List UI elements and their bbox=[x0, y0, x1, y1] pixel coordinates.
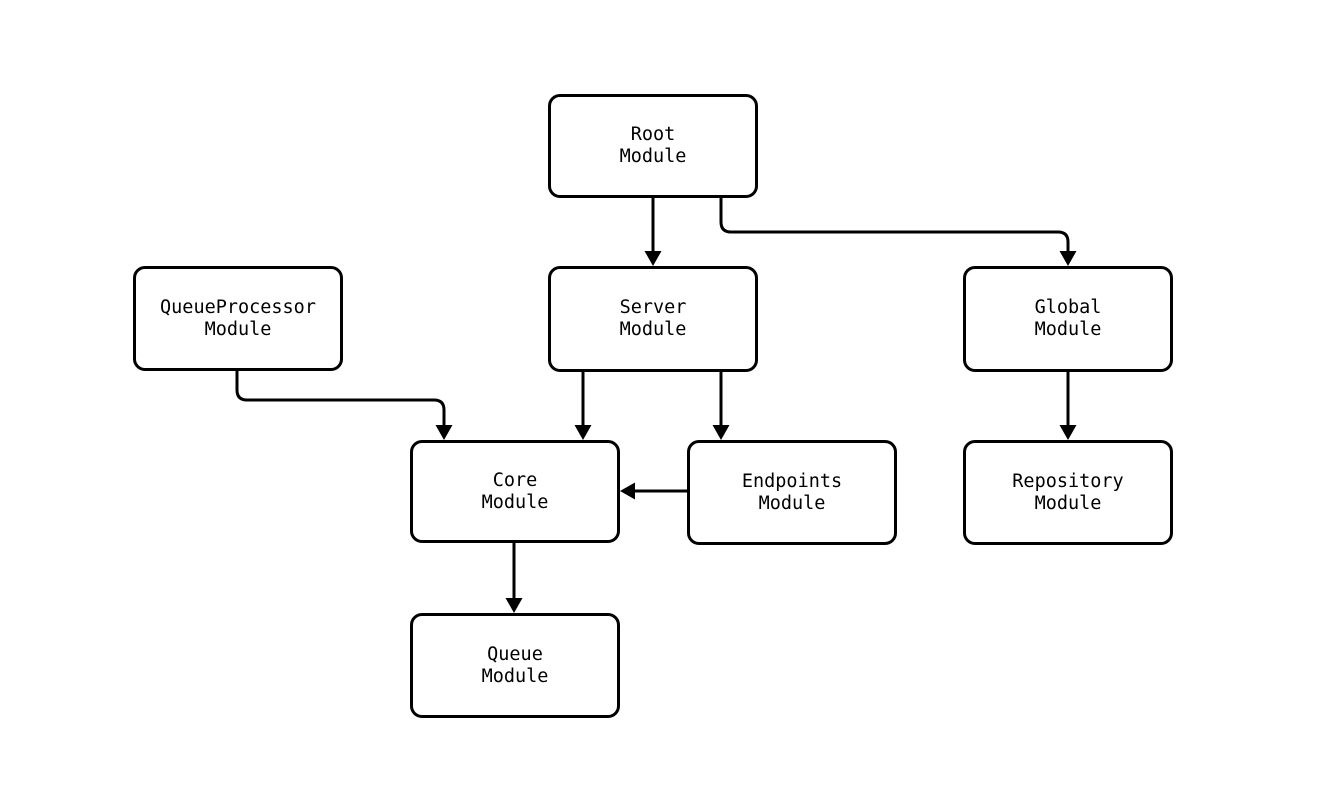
edge-root-to-global bbox=[719, 198, 1077, 266]
arrowhead-icon bbox=[1059, 251, 1077, 266]
edge-server-to-core bbox=[574, 372, 592, 440]
node-title: Server bbox=[619, 297, 687, 318]
node-title: QueueProcessor bbox=[160, 296, 316, 318]
edge-line bbox=[235, 371, 446, 426]
node-title: Repository bbox=[1012, 470, 1124, 492]
node-subtitle: Module bbox=[1034, 319, 1102, 340]
arrowhead-icon bbox=[505, 598, 523, 613]
node-subtitle: Module bbox=[481, 665, 549, 687]
node-subtitle: Module bbox=[619, 146, 687, 167]
arrowhead-icon bbox=[574, 425, 592, 440]
arrowhead-icon bbox=[435, 425, 453, 440]
edge-server-to-endpoints bbox=[712, 372, 730, 440]
node-title: Global bbox=[1034, 297, 1102, 318]
node-title: Core bbox=[492, 469, 538, 491]
edge-core-to-queue bbox=[505, 543, 523, 613]
edge-endpoints-to-core bbox=[620, 482, 687, 500]
arrowhead-icon bbox=[620, 482, 635, 500]
edge-queueprocessor-to-core bbox=[235, 371, 453, 440]
arrowhead-icon bbox=[644, 251, 662, 266]
node-subtitle: Module bbox=[204, 318, 272, 340]
edge-root-to-server bbox=[644, 198, 662, 266]
node-title: Root bbox=[630, 124, 676, 145]
arrowhead-icon bbox=[712, 425, 730, 440]
edge-line bbox=[719, 198, 1070, 252]
node-title: Queue bbox=[487, 643, 543, 665]
node-subtitle: Module bbox=[1034, 492, 1102, 514]
node-subtitle: Module bbox=[619, 319, 687, 340]
node-title: Endpoints bbox=[741, 470, 843, 492]
arrowhead-icon bbox=[1059, 425, 1077, 440]
node-subtitle: Module bbox=[758, 492, 826, 514]
edge-global-to-repository bbox=[1059, 372, 1077, 440]
node-subtitle: Module bbox=[481, 491, 549, 513]
